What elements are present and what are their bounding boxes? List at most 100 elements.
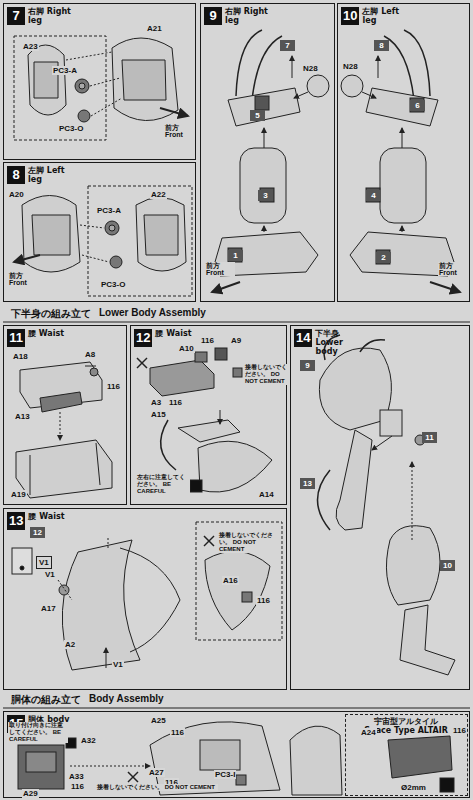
part-label: 116 <box>256 596 271 605</box>
waist-parts <box>85 366 96 367</box>
body-parts <box>236 775 246 785</box>
part-label: PC3-A <box>52 66 78 75</box>
front-direction: 前方 Front <box>438 262 468 276</box>
leg-parts <box>14 36 106 140</box>
leg-parts <box>112 38 178 121</box>
leg-parts <box>66 52 112 60</box>
step-number: 12 <box>134 329 152 347</box>
waist-parts <box>137 358 147 368</box>
step-title: 腰 Waist <box>28 329 80 338</box>
section-title: Lower Body Assembly <box>99 307 206 318</box>
leg-parts <box>228 88 300 126</box>
leg-parts <box>144 215 178 255</box>
leg-parts <box>362 92 376 98</box>
step-title: 左脚 Left leg <box>28 166 80 184</box>
leg-parts <box>78 110 90 122</box>
section-title: 下半身の組み立て <box>11 307 91 321</box>
part-label: N28 <box>342 62 359 71</box>
part-label: A20 <box>8 190 25 199</box>
part-label: N28 <box>302 64 319 73</box>
part-label: A9 <box>230 336 242 345</box>
part-label: A27 <box>148 768 165 777</box>
waist-parts <box>233 368 242 377</box>
note: 接着しないでください。 DO NOT CEMENT <box>244 364 288 385</box>
waist-parts <box>336 430 372 530</box>
waist-parts <box>40 392 82 412</box>
body-parts <box>128 772 138 782</box>
section-title: 胴体の組み立て <box>11 693 81 707</box>
leg-parts <box>307 75 329 97</box>
part-label: A3 <box>150 398 162 407</box>
step-title: 下半身 Lower body <box>315 329 367 356</box>
waist-parts <box>220 410 221 424</box>
part-label: A16 <box>222 576 239 585</box>
body-parts <box>18 745 64 789</box>
waist-parts <box>150 360 214 396</box>
step-number: 7 <box>7 7 25 25</box>
body-parts <box>200 740 240 770</box>
waist-parts <box>60 412 61 440</box>
part-label: A25 <box>150 716 167 725</box>
part-label: 116 <box>200 336 215 345</box>
waist-parts <box>20 566 24 570</box>
part-label: 116 <box>168 398 183 407</box>
step-panel: 10左脚 Left leg <box>337 3 470 302</box>
leg-parts <box>294 92 308 98</box>
waist-parts <box>16 440 112 498</box>
waist-parts <box>12 548 32 574</box>
leg-parts <box>91 98 122 116</box>
note: 接着しないでください。 DO NOT CEMENT <box>218 532 276 553</box>
subassembly-number: 12 <box>30 527 45 538</box>
step-panel: 14下半身 Lower body <box>290 325 470 690</box>
leg-parts <box>255 96 269 110</box>
leg-parts <box>75 79 89 93</box>
subassembly-number: 3 <box>258 190 273 201</box>
part-label: A15 <box>150 410 167 419</box>
section-title: Body Assembly <box>89 693 164 704</box>
waist-parts <box>90 368 98 376</box>
step-number: 13 <box>7 512 25 530</box>
part-label: A19 <box>10 490 27 499</box>
part-label: PC3-O <box>100 280 126 289</box>
body-parts <box>290 726 342 795</box>
leg-parts <box>110 256 122 268</box>
leg-parts <box>80 225 104 228</box>
subassembly-number: 5 <box>250 110 265 121</box>
leg-parts <box>160 108 188 116</box>
leg-parts <box>341 75 363 97</box>
step-title: 右脚 Right leg <box>225 7 277 25</box>
leg-parts <box>32 215 70 255</box>
waist-parts <box>318 470 331 530</box>
step-number: 10 <box>341 7 359 25</box>
waist-parts <box>161 420 176 470</box>
leg-parts <box>136 198 186 272</box>
waist-parts <box>106 648 107 668</box>
subassembly-number: 1 <box>228 250 243 261</box>
waist-parts <box>204 536 214 546</box>
step-number: 14 <box>294 329 312 347</box>
leg-parts <box>264 128 265 148</box>
waist-parts <box>108 538 109 548</box>
part-label: 116 <box>452 726 467 735</box>
subassembly-number: 8 <box>374 40 389 51</box>
step-number: 8 <box>7 166 25 184</box>
part-label: A33 <box>68 772 85 781</box>
waist-parts <box>412 462 413 540</box>
waist-parts <box>62 540 140 670</box>
leg-parts <box>402 128 403 148</box>
leg-parts <box>79 83 85 89</box>
subassembly-number: 11 <box>422 432 437 443</box>
leg-parts <box>410 98 424 112</box>
leg-parts <box>90 78 120 86</box>
part-label: V1 <box>44 570 56 579</box>
waist-parts <box>380 410 402 436</box>
front-direction: 前方 Front <box>205 262 235 276</box>
part-label: Ø2mm <box>400 783 427 792</box>
leg-parts <box>88 186 192 296</box>
subassembly-number: 7 <box>280 40 295 51</box>
leg-parts <box>228 248 242 262</box>
step-number: 11 <box>7 329 25 347</box>
waist-parts <box>204 536 214 546</box>
